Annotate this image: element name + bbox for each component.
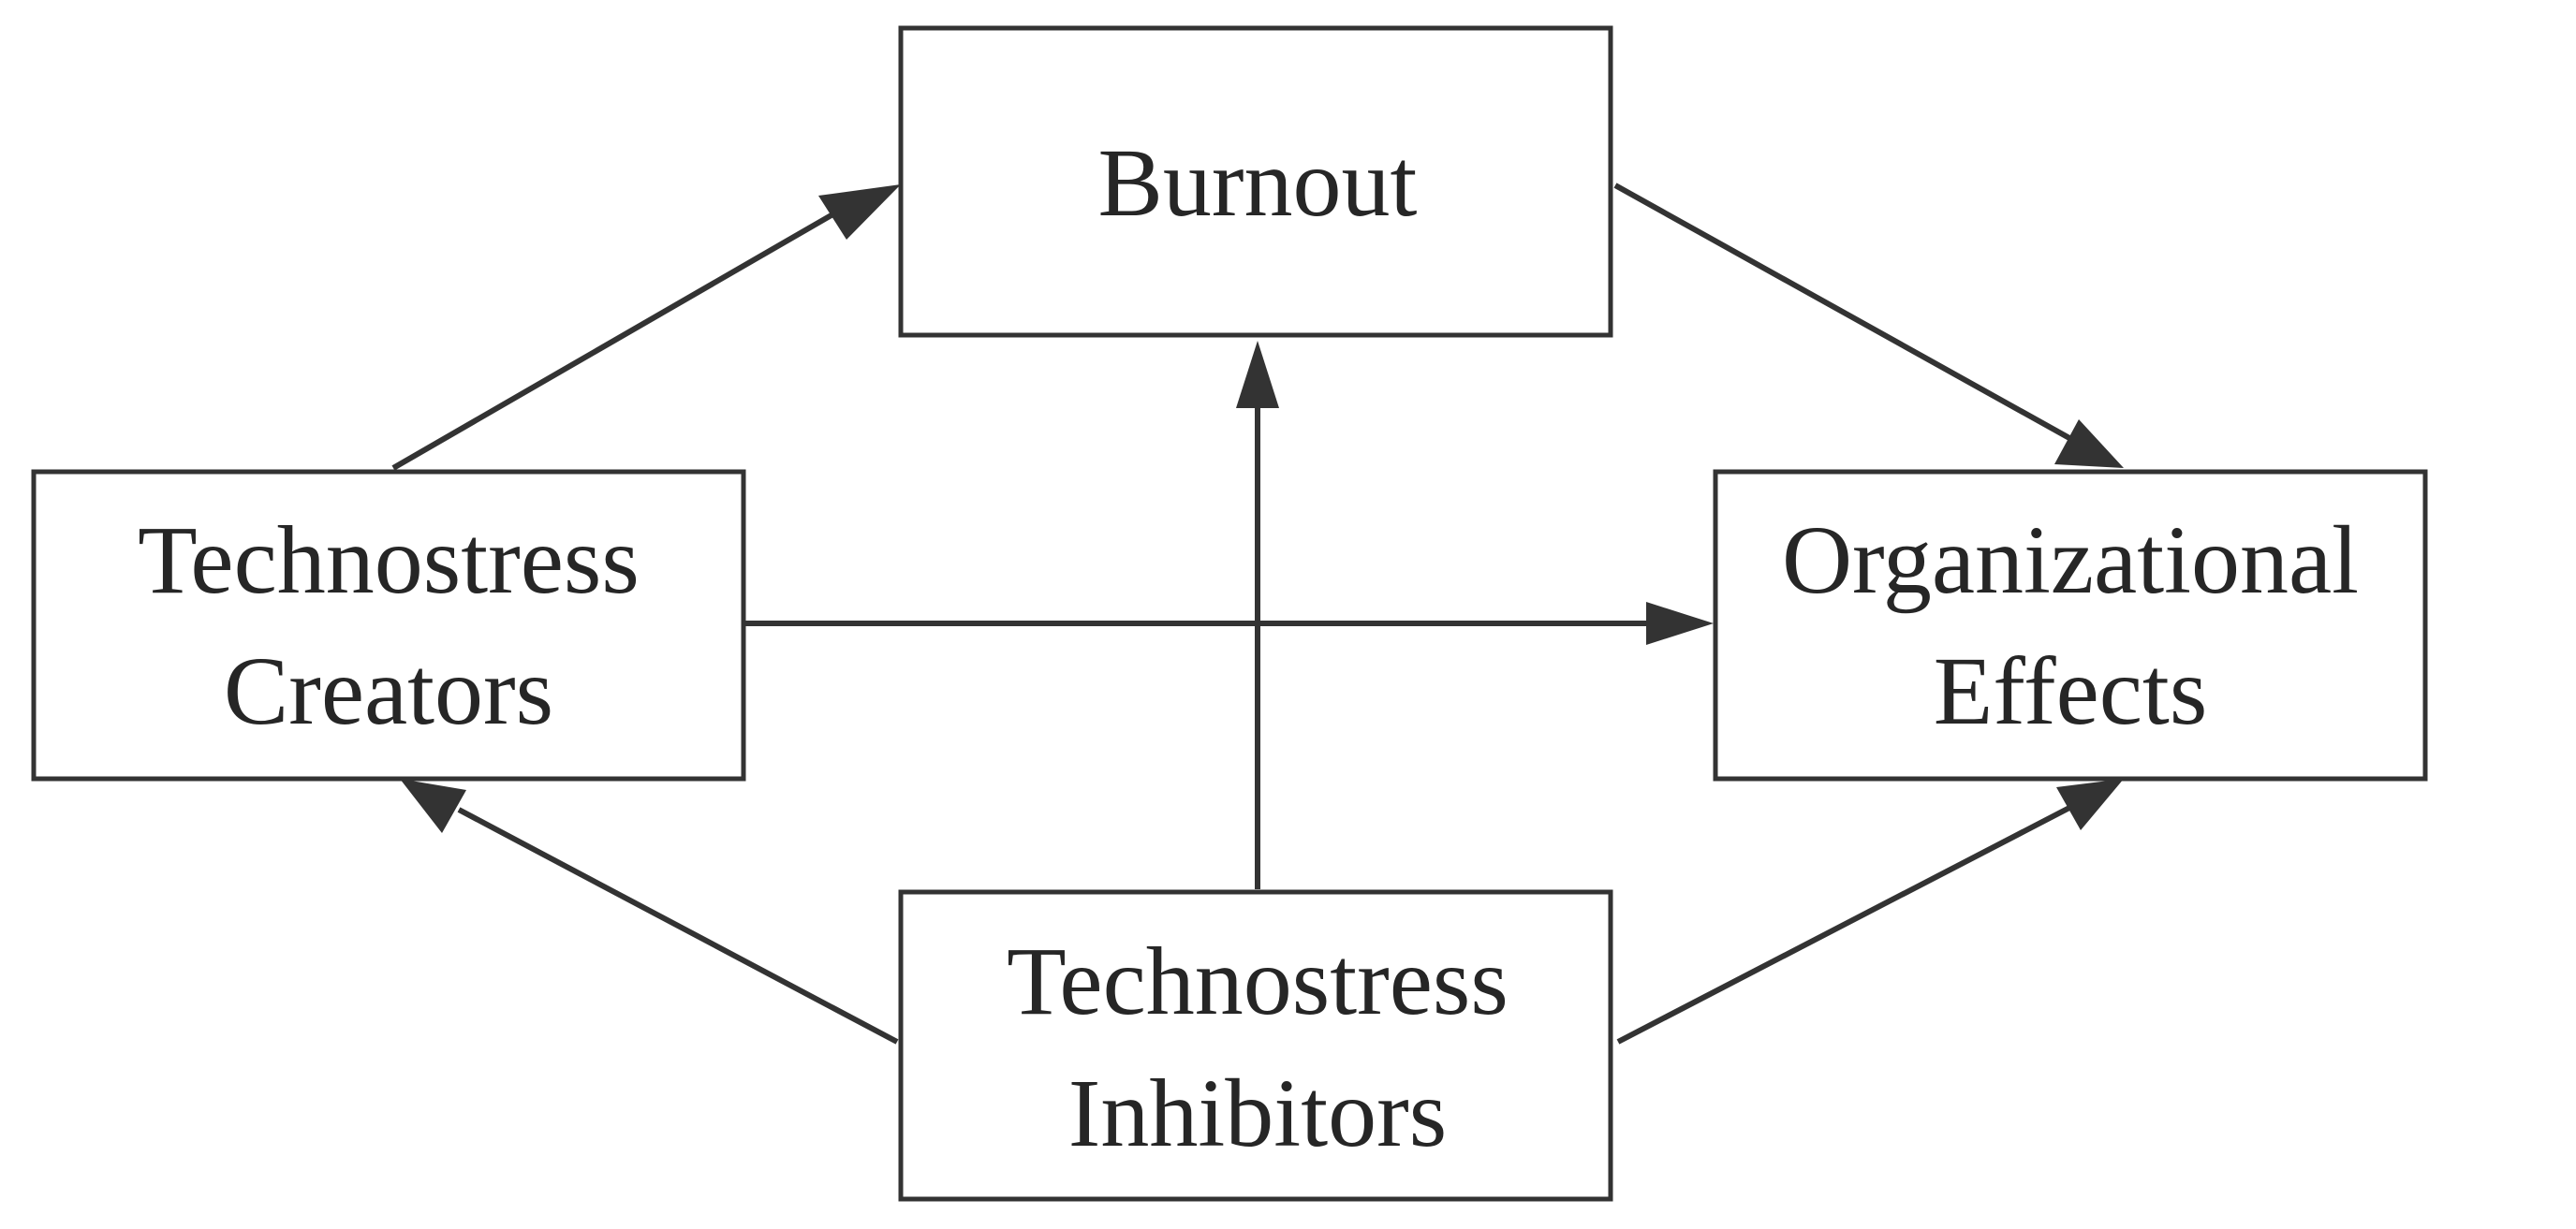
node-burnout-label: Burnout — [1098, 129, 1418, 237]
arrowhead-effects-bottom — [2056, 779, 2124, 830]
edge-creators-to-burnout — [391, 203, 849, 471]
edge-inhibitors-to-creators — [457, 807, 899, 1045]
node-effects-label-line1: Organizational — [1782, 506, 2359, 614]
arrowhead-effects-top — [2054, 419, 2124, 468]
node-organizational-effects: Organizational Effects — [1713, 469, 2428, 782]
node-creators-label-line1: Technostress — [138, 506, 640, 614]
node-burnout: Burnout — [898, 25, 1613, 338]
node-inhibitors-label-line2: Inhibitors — [1068, 1060, 1447, 1167]
arrowhead-burnout-bottom — [1236, 341, 1279, 408]
node-creators-label-line2: Creators — [224, 637, 553, 745]
node-technostress-inhibitors: Technostress Inhibitors — [898, 889, 1613, 1202]
arrowhead-effects-left — [1646, 602, 1714, 645]
arrowhead-burnout-left — [818, 184, 901, 240]
edge-inhibitors-to-effects — [1616, 805, 2071, 1045]
node-effects-label-line2: Effects — [1934, 637, 2208, 745]
edges — [391, 183, 2124, 1045]
node-inhibitors-label-line1: Technostress — [1007, 928, 1509, 1035]
node-technostress-creators: Technostress Creators — [31, 469, 746, 782]
arrowhead-creators-bottom — [400, 779, 466, 833]
edge-burnout-to-effects — [1613, 183, 2071, 441]
